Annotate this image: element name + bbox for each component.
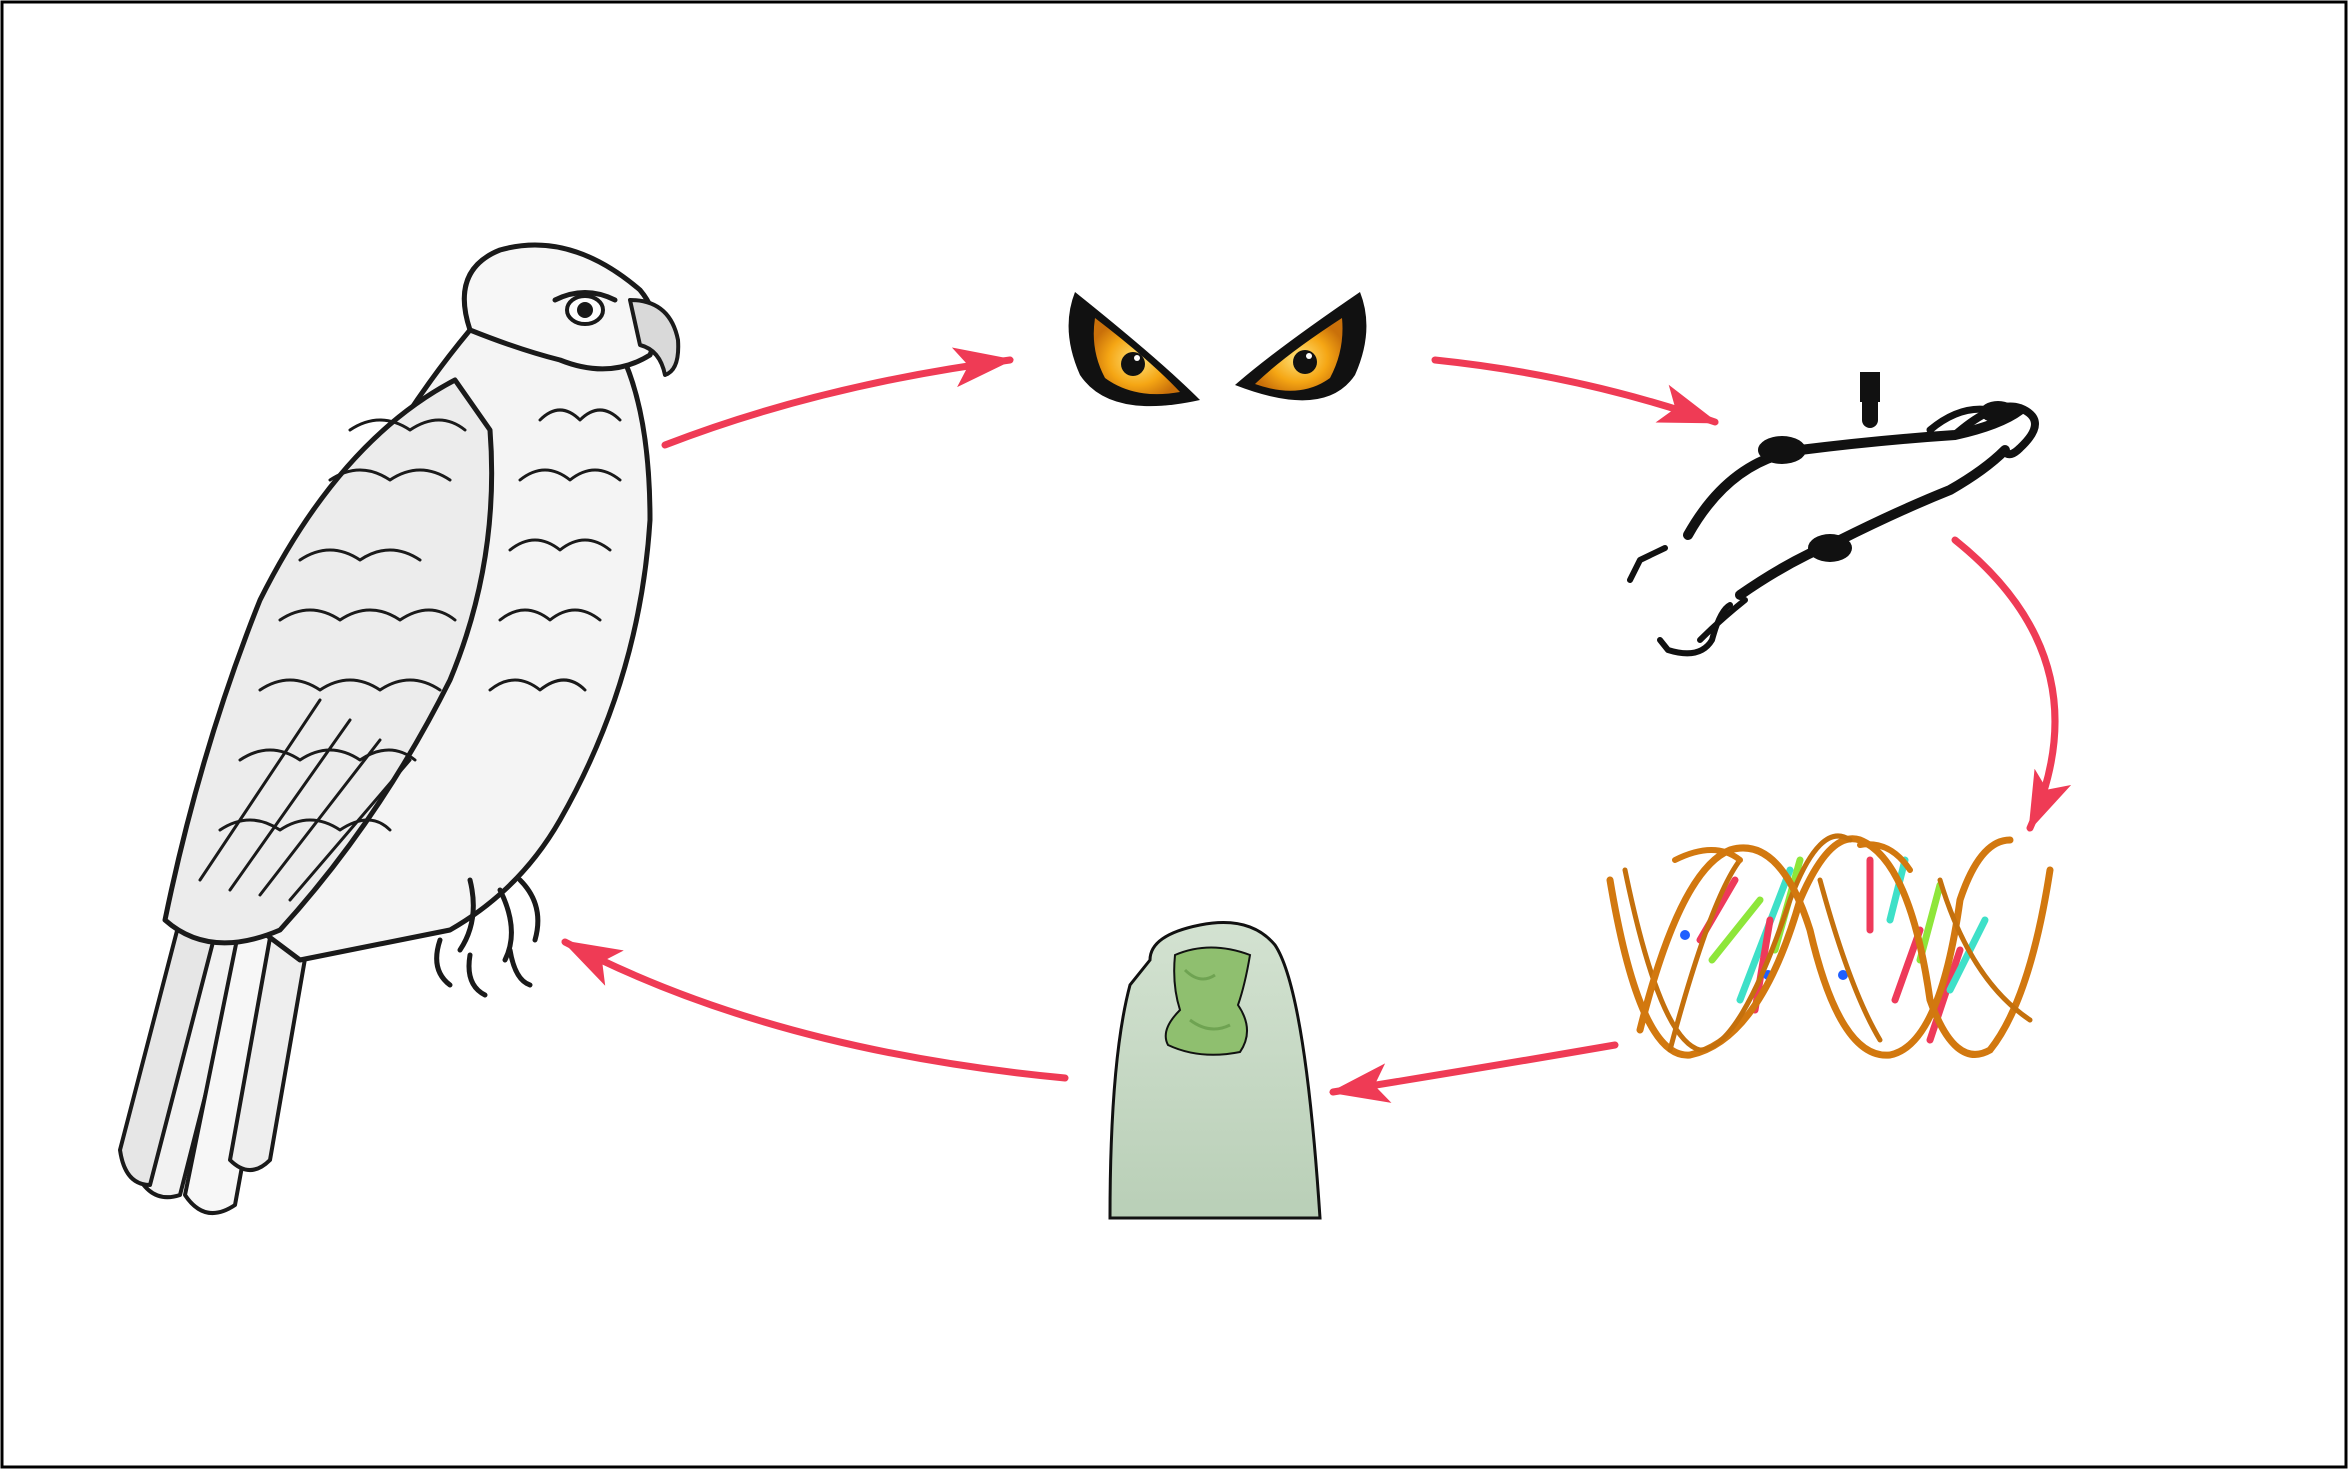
arrow-tissue-to-hawk: [561, 938, 1069, 1082]
retina-tissue-icon: [1108, 921, 1322, 1220]
hawk-icon: [118, 242, 681, 1215]
dna-helix-icon: [1606, 833, 2054, 1059]
arrow-dna-to-tissue: [1329, 1041, 1619, 1103]
arrow-protein-to-dna: [1951, 536, 2072, 832]
protein-structure-icon: [1627, 372, 2039, 657]
eyes-icon: [1068, 292, 1367, 407]
arrow-eyes-to-protein: [1431, 356, 1719, 426]
cycle-arrows: [561, 347, 2072, 1103]
arrow-hawk-to-eyes: [661, 347, 1014, 449]
